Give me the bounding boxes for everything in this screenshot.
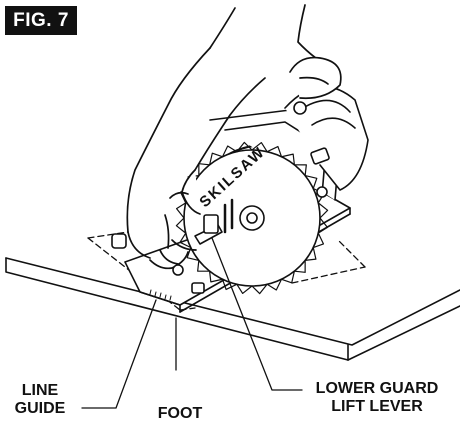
blade-tooth xyxy=(293,259,306,273)
blade-tooth xyxy=(280,153,295,166)
blade-tooth xyxy=(175,202,187,219)
blade-tooth xyxy=(266,278,283,291)
blade-tooth xyxy=(280,270,295,284)
blade-tooth xyxy=(251,141,268,153)
blade-tooth xyxy=(266,145,283,158)
line-guide-label-line1: LINE xyxy=(21,382,59,399)
blade-tooth xyxy=(221,278,238,291)
blade-tooth xyxy=(293,164,307,177)
blade-tooth xyxy=(186,246,200,261)
figure-label: FIG. 7 xyxy=(5,6,77,35)
leader-lines xyxy=(81,237,303,409)
blade-tooth xyxy=(317,217,329,234)
line-guide-leader xyxy=(81,299,157,409)
front-knob xyxy=(111,233,205,294)
blade-tooth xyxy=(209,152,224,166)
line-guide-label: LINE GUIDE xyxy=(0,382,80,418)
workpiece-board xyxy=(5,257,460,361)
blade-tooth xyxy=(251,283,268,295)
blade-tooth xyxy=(209,270,224,283)
blade-tooth xyxy=(236,141,253,153)
blade-tooth xyxy=(197,259,211,272)
lift-lever-leader xyxy=(211,237,303,391)
lower-guard-lift-lever xyxy=(194,214,223,245)
foot-label: FOOT xyxy=(157,405,203,422)
blade-tooth xyxy=(312,232,325,249)
line-guide-label-line2: GUIDE xyxy=(14,400,66,417)
blade-tooth xyxy=(317,202,329,219)
lift-lever-label-line2: LIFT LEVER xyxy=(331,398,423,415)
blade-tooth xyxy=(304,175,318,190)
lower-guard-lift-lever-label: LOWER GUARD LIFT LEVER xyxy=(302,380,452,416)
lower-guard-label-line1: LOWER GUARD xyxy=(315,380,439,397)
blade-tooth xyxy=(304,246,317,261)
blade-tooth xyxy=(179,232,192,249)
blade-tooth xyxy=(236,283,253,295)
blade-tooth xyxy=(221,145,238,158)
blade-tooth xyxy=(175,217,187,234)
